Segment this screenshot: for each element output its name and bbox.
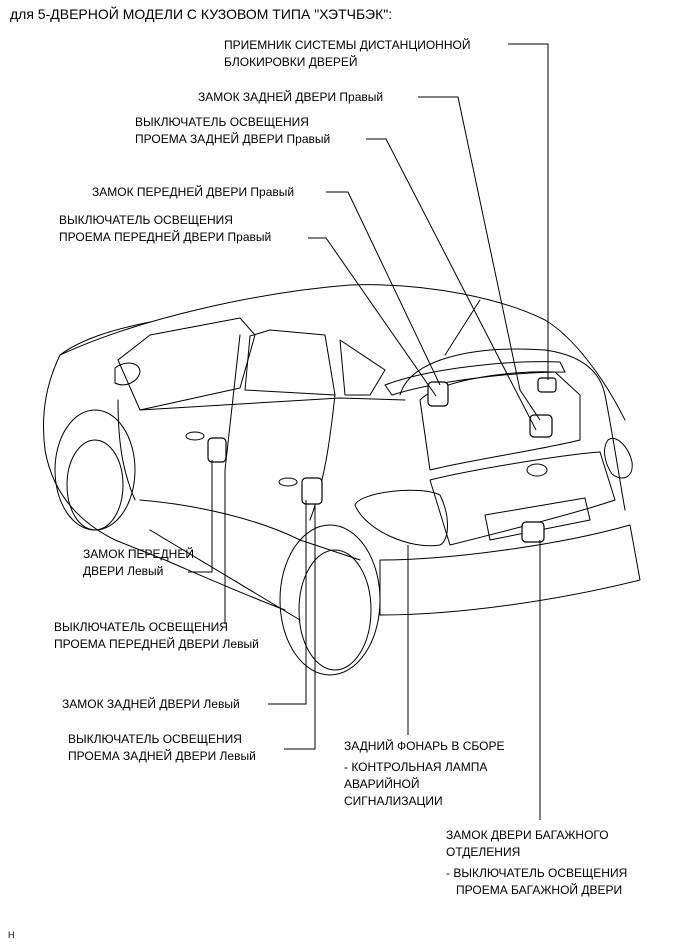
rear-wheel-arch [279, 524, 381, 676]
roof-line [59, 284, 626, 421]
label-rear-courtesy-lh: ВЫКЛЮЧАТЕЛЬ ОСВЕЩЕНИЯ ПРОЕМА ЗАДНЕЙ ДВЕР… [68, 732, 256, 763]
front-window [117, 317, 256, 411]
rear-bumper [379, 524, 641, 616]
page-title: для 5-ДВЕРНОЙ МОДЕЛИ С КУЗОВОМ ТИПА "ХЭТ… [10, 6, 393, 22]
rear-handle [278, 477, 298, 487]
label-back-door-lock: ЗАМОК ДВЕРИ БАГАЖНОГО ОТДЕЛЕНИЯ - ВЫКЛЮЧ… [446, 828, 628, 897]
rear-lock-lh-part [301, 477, 323, 505]
label-front-courtesy-rh: ВЫКЛЮЧАТЕЛЬ ОСВЕЩЕНИЯ ПРОЕМА ПЕРЕДНЕЙ ДВ… [59, 213, 272, 244]
leader-receiver [508, 43, 549, 380]
tail-lamp-right [604, 438, 633, 479]
label-rear-door-lock-lh: ЗАМОК ЗАДНЕЙ ДВЕРИ Левый [62, 697, 240, 711]
leader-front-lock-lh [188, 460, 213, 573]
hatch-outline [399, 348, 626, 511]
roof-front [59, 321, 151, 356]
front-wheel-arch [54, 409, 136, 531]
leader-rear-lock-lh [268, 500, 307, 705]
label-front-door-lock-lh: ЗАМОК ПЕРЕДНЕЙ ДВЕРИ Левый [83, 547, 194, 578]
label-tail-lamp: ЗАДНИЙ ФОНАРЬ В СБОРЕ - КОНТРОЛЬНАЯ ЛАМП… [344, 739, 505, 808]
back-door-lock-part [521, 521, 545, 543]
rear-wheel [298, 549, 372, 671]
leader-rear-lock-rh [418, 96, 541, 421]
footer-code: H [8, 930, 15, 940]
receiver-module [537, 377, 557, 393]
quarter-window [339, 339, 386, 396]
side-character-line [139, 499, 361, 561]
front-lock-rh-part [427, 381, 449, 407]
tail-lamp-left [354, 489, 448, 547]
rear-lock-rh-part [529, 414, 553, 438]
front-wheel [66, 439, 124, 531]
label-front-courtesy-lh: ВЫКЛЮЧАТЕЛЬ ОСВЕЩЕНИЯ ПРОЕМА ПЕРЕДНЕЙ ДВ… [54, 620, 259, 651]
antenna [444, 299, 481, 356]
leader-rear-courtesy-rh [366, 138, 537, 431]
leader-front-courtesy-rh [308, 237, 437, 397]
front-door-edge [117, 399, 136, 501]
leader-rear-courtesy-lh [284, 506, 316, 750]
label-front-door-lock-rh: ЗАМОК ПЕРЕДНЕЙ ДВЕРИ Правый [92, 185, 295, 199]
label-rear-courtesy-rh: ВЫКЛЮЧАТЕЛЬ ОСВЕЩЕНИЯ ПРОЕМА ЗАДНЕЙ ДВЕР… [135, 115, 331, 146]
rear-window [419, 371, 581, 471]
license-plate [484, 497, 591, 541]
rear-side-window [244, 329, 336, 396]
front-handle [185, 431, 205, 441]
back-door-panel [429, 451, 616, 546]
leader-front-lock-rh [326, 191, 441, 386]
front-lock-lh-part [207, 437, 227, 463]
door-beltline [139, 397, 406, 411]
label-receiver: ПРИЕМНИК СИСТЕМЫ ДИСТАНЦИОННОЙ БЛОКИРОВК… [224, 38, 471, 69]
mirror [114, 362, 141, 386]
label-rear-door-lock-rh: ЗАМОК ЗАДНЕЙ ДВЕРИ Правый [198, 90, 384, 104]
emblem [526, 463, 548, 477]
b-pillar [224, 334, 241, 471]
